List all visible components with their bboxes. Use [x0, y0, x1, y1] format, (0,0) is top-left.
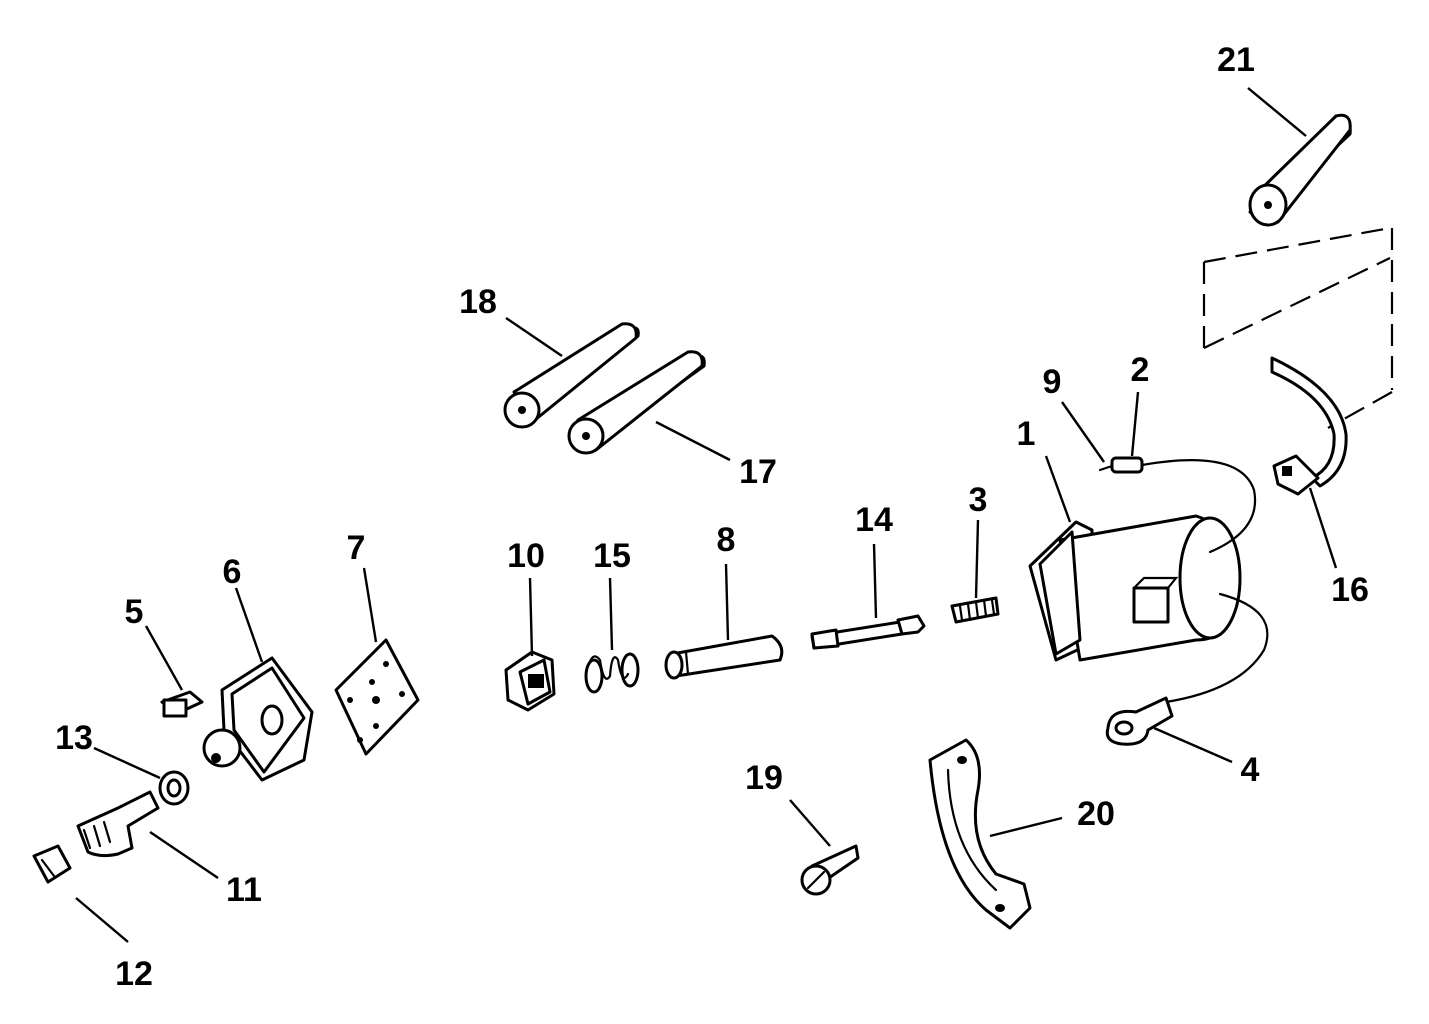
part-21-tube [1248, 113, 1352, 227]
part-1-solenoid [1028, 514, 1242, 662]
label-part-4: 4 [1240, 751, 1260, 789]
part-16-clip [1270, 356, 1348, 496]
part-8-sleeve [664, 634, 784, 680]
label-part-5: 5 [124, 593, 144, 631]
part-5-screw [160, 690, 204, 718]
part-9-2-wire-lead [1098, 456, 1257, 554]
label-part-2: 2 [1130, 351, 1150, 389]
label-part-17: 17 [739, 453, 777, 491]
label-part-6: 6 [222, 553, 242, 591]
part-17-tube [567, 350, 706, 455]
label-part-16: 16 [1331, 571, 1369, 609]
label-part-9: 9 [1042, 363, 1062, 401]
label-part-19: 19 [745, 759, 783, 797]
part-3-spring [950, 596, 1000, 624]
part-11-fitting [76, 790, 160, 858]
label-part-3: 3 [968, 481, 988, 519]
part-10-nut [504, 650, 556, 712]
leader-lines [75, 87, 1338, 943]
label-part-11: 11 [226, 871, 262, 909]
label-part-13: 13 [55, 719, 93, 757]
part-4-ring-lead [1105, 592, 1269, 746]
part-14-pin [810, 614, 926, 650]
label-part-21: 21 [1217, 41, 1255, 79]
part-19-screw [800, 844, 860, 896]
label-part-20: 20 [1077, 795, 1115, 833]
part-12-cap [32, 844, 72, 884]
dashed-assembly-indicator [1202, 226, 1394, 429]
label-part-1: 1 [1016, 415, 1036, 453]
part-13-washer [158, 770, 190, 806]
label-part-7: 7 [346, 529, 366, 567]
label-part-14: 14 [855, 501, 893, 539]
part-15-spring [584, 652, 640, 694]
label-part-10: 10 [507, 537, 545, 575]
part-6-housing [202, 656, 314, 782]
label-part-15: 15 [593, 537, 631, 575]
label-part-8: 8 [716, 521, 736, 559]
label-part-12: 12 [115, 955, 153, 993]
part-18-tube [503, 322, 640, 429]
part-20-strap [928, 738, 1032, 930]
part-7-gasket [334, 638, 420, 756]
label-part-18: 18 [459, 283, 497, 321]
